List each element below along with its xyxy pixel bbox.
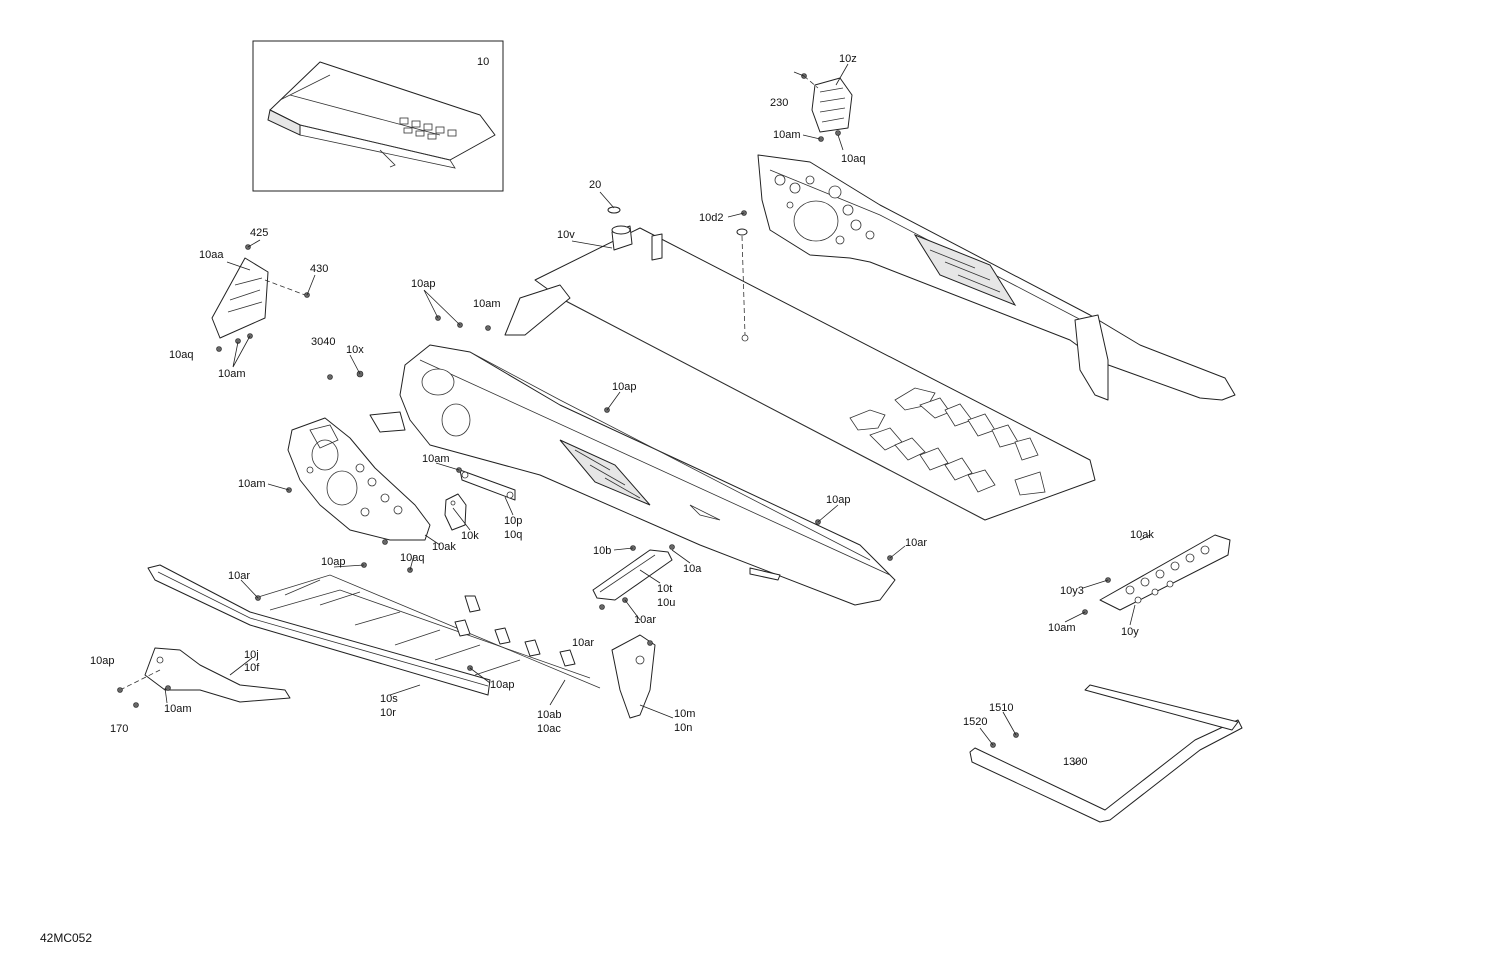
- callout-1510: 1510: [989, 702, 1013, 714]
- inset-label: 10: [477, 56, 489, 68]
- callout-10q: 10q: [504, 529, 522, 541]
- callout-10ac: 10ac: [537, 723, 561, 735]
- callout-3040: 3040: [311, 336, 335, 348]
- callout-20: 20: [589, 179, 601, 191]
- bracket-10m: [611, 634, 656, 719]
- front-bracket-10j: [117, 647, 291, 708]
- callout-10j: 10j: [244, 649, 259, 661]
- callout-10am-2: 10am: [422, 453, 450, 465]
- tunnel-top-plate: [504, 206, 1096, 521]
- callout-10ak: 10ak: [432, 541, 456, 553]
- callout-10p: 10p: [504, 515, 522, 527]
- callout-10ab: 10ab: [537, 709, 561, 721]
- callout-10m: 10m: [674, 708, 695, 720]
- callout-425: 425: [250, 227, 268, 239]
- callout-10s: 10s: [380, 693, 398, 705]
- callout-10t: 10t: [657, 583, 672, 595]
- footrest-frame: [254, 574, 601, 689]
- callout-labels: 10z 230 10am 10aq 20 10d2 10v 425 10aa 4…: [90, 53, 1154, 768]
- callout-10am-center: 10am: [473, 298, 501, 310]
- callout-10y3: 10y3: [1060, 585, 1084, 597]
- callout-10ap-2: 10ap: [612, 381, 636, 393]
- callout-10z: 10z: [839, 53, 857, 65]
- right-side-panel: [741, 154, 1236, 401]
- callout-10ap-4: 10ap: [321, 556, 345, 568]
- callout-10ap-1: 10ap: [411, 278, 435, 290]
- callout-10k: 10k: [461, 530, 479, 542]
- callout-10ap-6: 10ap: [490, 679, 514, 691]
- runner-rail: [147, 564, 491, 696]
- callout-430: 430: [310, 263, 328, 275]
- callout-10d2: 10d2: [699, 212, 723, 224]
- callout-1300: 1300: [1063, 756, 1087, 768]
- rear-bracket-10z: [801, 73, 853, 142]
- callout-10am-top-right: 10am: [773, 129, 801, 141]
- rear-bumper: [969, 684, 1243, 823]
- running-board-10y: [1082, 534, 1231, 615]
- callout-leaders: [164, 63, 1151, 766]
- inner-plate: [287, 417, 431, 541]
- callout-10b: 10b: [593, 545, 611, 557]
- callout-10f: 10f: [244, 662, 260, 674]
- callout-10ar-1: 10ar: [905, 537, 927, 549]
- bracket-10k: [444, 493, 467, 531]
- figure-code: 42MC052: [40, 931, 93, 945]
- arm-10p: [459, 469, 516, 501]
- callout-10ar-2: 10ar: [228, 570, 250, 582]
- callout-230: 230: [770, 97, 788, 109]
- callout-10aa: 10aa: [199, 249, 224, 261]
- callout-10am-left: 10am: [218, 368, 246, 380]
- callout-10aq-left: 10aq: [169, 349, 193, 361]
- callout-10v: 10v: [557, 229, 575, 241]
- callout-10ar-4: 10ar: [572, 637, 594, 649]
- callout-10r: 10r: [380, 707, 396, 719]
- front-bracket-10aa: [211, 244, 310, 352]
- callout-10aq-2: 10aq: [400, 552, 424, 564]
- inset-assembly-box: 10: [252, 40, 504, 192]
- callout-10a: 10a: [683, 563, 702, 575]
- callout-10x: 10x: [346, 344, 364, 356]
- callout-10y: 10y: [1121, 626, 1139, 638]
- left-side-panel: [369, 344, 896, 606]
- callout-10aq-top-right: 10aq: [841, 153, 865, 165]
- callout-10n: 10n: [674, 722, 692, 734]
- callout-10ap-3: 10ap: [826, 494, 850, 506]
- callout-10ap-5: 10ap: [90, 655, 114, 667]
- callout-10am-4: 10am: [164, 703, 192, 715]
- callout-10ak-right: 10ak: [1130, 529, 1154, 541]
- callout-10u: 10u: [657, 597, 675, 609]
- bracket-10t: [592, 544, 675, 610]
- callout-10am-right: 10am: [1048, 622, 1076, 634]
- callout-1520: 1520: [963, 716, 987, 728]
- callout-170: 170: [110, 723, 128, 735]
- callout-10am-3: 10am: [238, 478, 266, 490]
- callout-10ar-3: 10ar: [634, 614, 656, 626]
